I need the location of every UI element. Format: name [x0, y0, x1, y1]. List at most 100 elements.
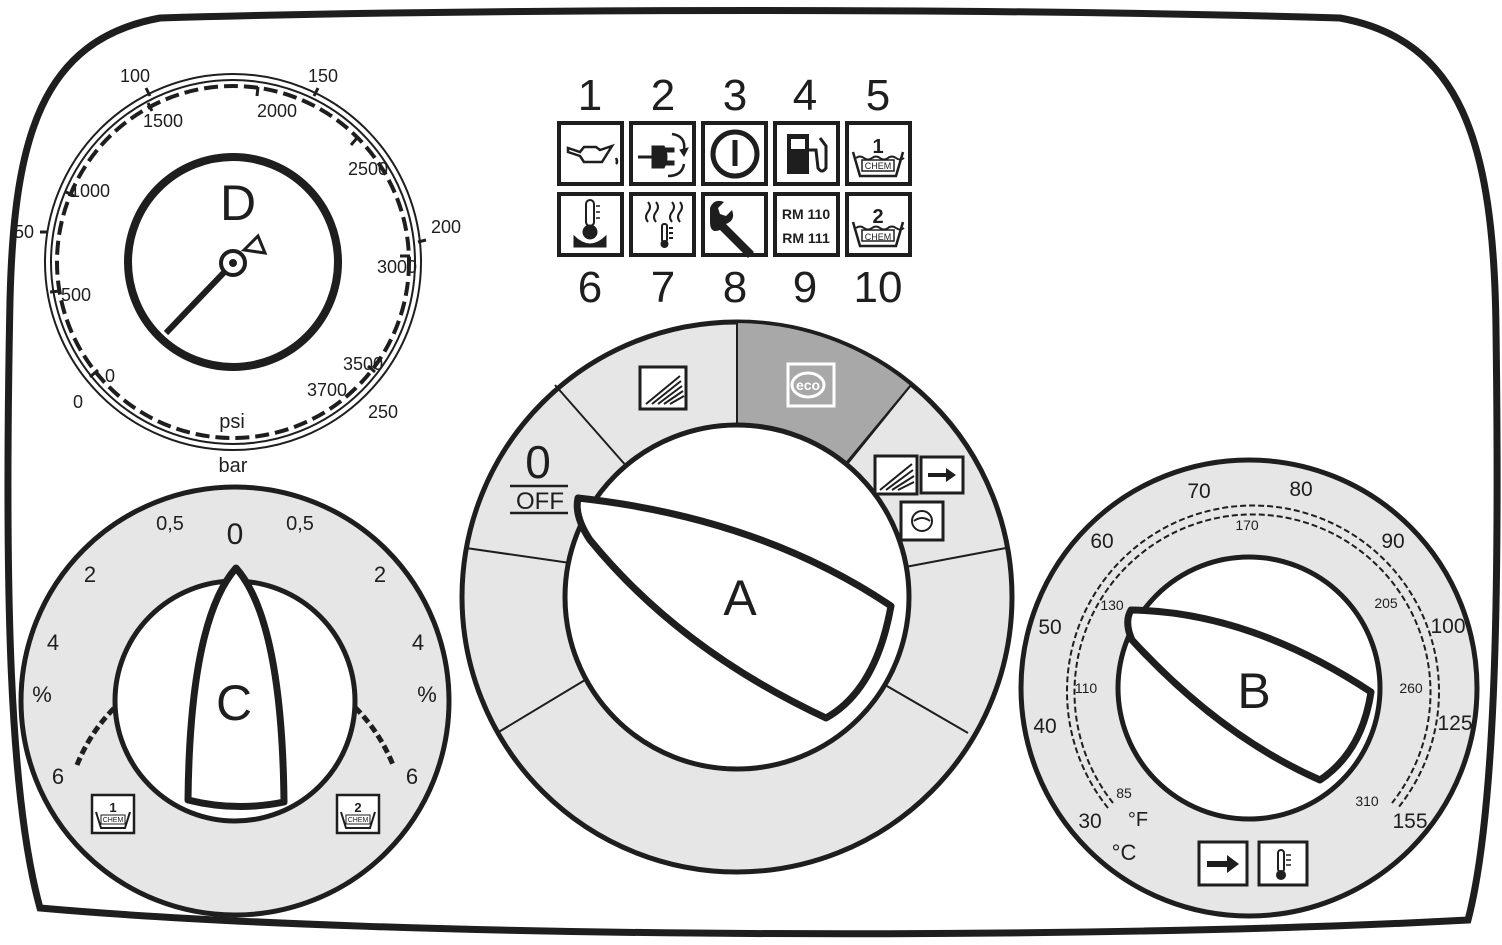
gauge-outer-ring-inner	[50, 79, 416, 445]
eco-text: eco	[796, 377, 820, 393]
oil-can-icon	[566, 143, 619, 165]
dial-c-chem-1-text: CHEM	[103, 817, 124, 824]
dial-c-chem-2-number: 2	[354, 800, 361, 815]
gauge-tick-mark	[349, 137, 359, 146]
dial-b-celsius-unit: °C	[1112, 840, 1137, 865]
indicator-number-2: 2	[651, 71, 675, 120]
gauge-dashed-scale	[55, 84, 411, 440]
gauge-tick-mark	[49, 289, 61, 294]
dial-c-tick-right-4: 4	[412, 630, 424, 655]
psi-tick-0: 0	[105, 366, 115, 386]
dial-b-fahrenheit-110: 110	[1075, 680, 1098, 696]
dial-c-tick-zero: 0	[227, 518, 244, 551]
bar-tick-100: 100	[120, 66, 150, 86]
bar-tick-50: 50	[14, 222, 34, 242]
psi-tick-3700: 3700	[307, 380, 347, 400]
indicator-number-5: 5	[866, 71, 890, 120]
dial-a-pointer[interactable]	[573, 494, 895, 722]
dial-b-fahrenheit-310: 310	[1355, 793, 1379, 809]
dial-c-tick-right-05: 0,5	[286, 513, 314, 535]
psi-tick-500: 500	[61, 285, 91, 305]
dial-a-off-text: OFF	[516, 488, 564, 515]
indicator-lights: 1 2 3 4 5 6 7 8 9 10	[557, 71, 912, 312]
dial-c-chem-2-icon	[335, 793, 381, 835]
gauge-tick-mark	[65, 190, 75, 198]
dial-c-chem-1-icon	[90, 793, 136, 835]
rm-model-line-2: RM 111	[782, 230, 830, 246]
dial-a-letter: A	[723, 570, 757, 626]
psi-tick-1500: 1500	[143, 111, 183, 131]
dial-b-celsius-30: 30	[1078, 810, 1101, 833]
psi-tick-2500: 2500	[348, 159, 388, 179]
dial-c-percent-left: %	[32, 682, 52, 707]
dial-c-letter: C	[216, 675, 252, 731]
dial-b-celsius-155: 155	[1392, 810, 1427, 833]
dial-b-celsius-50: 50	[1038, 616, 1061, 639]
cold-spray-icon	[638, 365, 688, 411]
indicator-box-1	[557, 121, 624, 186]
wrench-icon	[710, 200, 754, 258]
psi-tick-2000: 2000	[257, 101, 297, 121]
chem-2-icon	[851, 221, 905, 248]
power-plug-icon	[638, 132, 689, 178]
dial-c-tick-right-6: 6	[406, 764, 418, 789]
chemical-dial-c[interactable]: C 0 0,5 0,5 2 2 4 4 % % 6 6 1 CHEM 2 CHE…	[18, 484, 452, 918]
dial-b-celsius-60: 60	[1090, 530, 1113, 553]
gauge-tick-mark	[417, 238, 427, 244]
pressure-gauge-d: D 0 500 1000 1500 2000 2500 3000 3500 37…	[14, 66, 461, 477]
rm-model-line-1: RM 110	[782, 206, 830, 222]
gauge-d-letter: D	[220, 175, 256, 231]
gauge-unit-psi: psi	[219, 411, 245, 433]
gauge-unit-bar: bar	[219, 455, 248, 477]
gauge-tick-mark	[146, 102, 154, 112]
dial-c-pointer[interactable]	[184, 564, 288, 810]
chem-1-text: CHEM	[865, 161, 892, 171]
psi-tick-3500: 3500	[343, 354, 383, 374]
psi-tick-1000: 1000	[70, 181, 110, 201]
bar-tick-250: 250	[368, 402, 398, 422]
indicator-number-10: 10	[854, 263, 903, 312]
indicator-box-5	[845, 121, 912, 186]
dial-c-tick-left-2: 2	[84, 562, 96, 587]
chem-1-icon	[851, 151, 905, 178]
indicator-number-3: 3	[723, 71, 747, 120]
dial-b-pointer[interactable]	[1124, 606, 1375, 784]
dial-b-fahrenheit-260: 260	[1399, 680, 1423, 696]
gauge-outer-ring	[44, 73, 422, 451]
indicator-number-9: 9	[793, 263, 817, 312]
indicator-number-4: 4	[793, 71, 817, 120]
gauge-tick-mark	[367, 364, 376, 374]
dial-b-flow-icon	[1197, 840, 1249, 887]
eco-mode-icon	[786, 362, 836, 408]
dial-b-thermometer-icon	[1257, 840, 1309, 887]
temperature-dial-b[interactable]: B 30 40 50 60 70 80 90 100 125 155 85 11…	[1018, 457, 1480, 919]
dial-b-fahrenheit-130: 130	[1100, 597, 1124, 613]
dial-b-scale-inner	[1073, 513, 1432, 804]
dial-c-tick-left-4: 4	[47, 630, 59, 655]
dial-a-off-digit: 0	[525, 436, 551, 488]
dial-b-celsius-40: 40	[1033, 715, 1056, 738]
gauge-tick-mark	[144, 87, 152, 97]
flame-temperature-icon	[573, 199, 607, 248]
hot-spray-icon	[873, 454, 965, 542]
dial-c-chem-1-number: 1	[109, 800, 116, 815]
indicator-number-7: 7	[651, 263, 675, 312]
heat-waves-icon	[645, 201, 683, 248]
gauge-hub-center	[229, 259, 237, 267]
dial-b-celsius-100: 100	[1430, 615, 1465, 638]
dial-c-tick-left-6: 6	[52, 764, 64, 789]
indicator-number-1: 1	[578, 71, 602, 120]
dial-b-celsius-70: 70	[1187, 480, 1210, 503]
bar-tick-200: 200	[431, 217, 461, 237]
dial-a-segment-dividers	[465, 322, 1007, 734]
chem-2-text: CHEM	[865, 232, 892, 242]
gauge-tick-mark	[255, 86, 260, 97]
chem-2-number: 2	[872, 206, 883, 228]
main-selector-dial-a[interactable]: A 0 OFF eco	[459, 319, 1015, 875]
dial-b-scale-outer	[1066, 504, 1440, 809]
dial-c-dashed-scale	[74, 655, 396, 766]
indicator-box-9	[773, 192, 840, 257]
dial-b-celsius-80: 80	[1289, 478, 1312, 501]
dial-b-fahrenheit-170: 170	[1235, 517, 1259, 533]
